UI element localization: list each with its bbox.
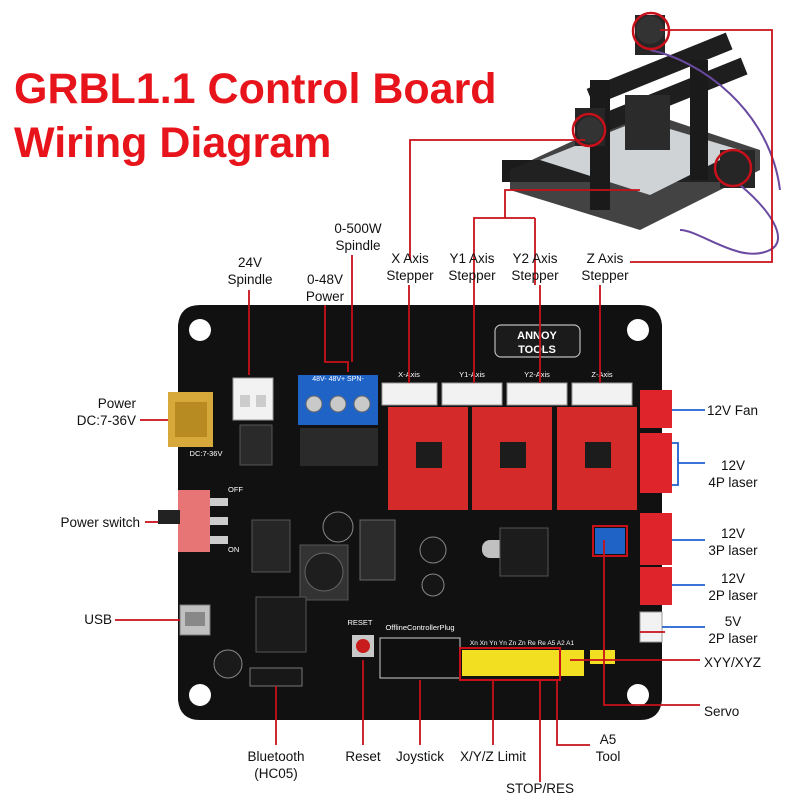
y2-port-silk: Y2-Axis (524, 370, 550, 379)
label-reset: Reset (345, 749, 381, 764)
blue-leader-lines (662, 409, 705, 628)
label-12v-fan: 12V Fan (707, 403, 759, 418)
offline-plug-silk: OfflineControllerPlug (385, 623, 454, 632)
label-bluetooth: Bluetooth(HC05) (247, 749, 305, 781)
power-switch-body (158, 490, 228, 552)
y1-port-silk: Y1-Axis (459, 370, 485, 379)
brand-line-1: ANNOY (517, 330, 557, 342)
switch-off-silk: OFF (228, 485, 243, 494)
z-port-silk: Z-Axis (591, 370, 612, 379)
label-power-switch: Power switch (60, 515, 140, 530)
label-joystick: Joystick (395, 749, 444, 764)
leader-lines (115, 29, 773, 782)
diagram-title: GRBL1.1 Control Board Wiring Diagram (14, 62, 497, 170)
label-servo: Servo (704, 704, 740, 719)
stepper-driver-y2 (557, 407, 637, 510)
title-line-2: Wiring Diagram (14, 119, 332, 167)
dc-jack-silk: DC:7-36V (190, 449, 223, 458)
label-usb: USB (84, 612, 112, 627)
title-line-1: GRBL1.1 Control Board (14, 65, 497, 113)
control-board: ANNOY TOOLS 48V- 48V+ SPN- X-Axis Y1-Axi… (158, 305, 672, 720)
reset-button-body (352, 635, 374, 657)
terminal-silk: 48V- 48V+ SPN- (312, 376, 364, 383)
stepper-driver-x (388, 407, 468, 510)
label-xyy-xyz: XYY/XYZ (704, 655, 762, 670)
switch-on-silk: ON (228, 545, 239, 554)
cnc-machine-illustration (502, 11, 781, 255)
dc-power-jack (168, 392, 213, 447)
label-xyz-limit: X/Y/Z Limit (459, 749, 526, 764)
reset-silk: RESET (347, 618, 372, 627)
stepper-driver-y1 (472, 407, 552, 510)
brand-line-2: TOOLS (518, 344, 556, 356)
usb-port (179, 604, 211, 636)
label-stop-res: STOP/RES (505, 781, 575, 796)
limit-silk: Xn Xn Yn Yn Zn Zn Re Re A5 A2 A1 (470, 640, 575, 647)
